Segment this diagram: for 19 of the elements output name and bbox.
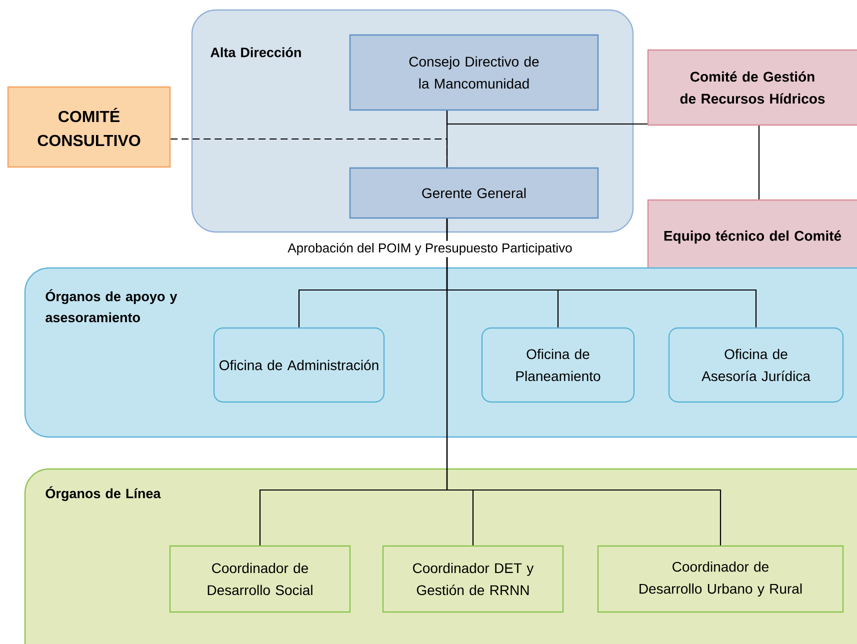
group-heading: Órganos de apoyo y asesoramiento xyxy=(46,289,178,322)
org-box: COMITÉ CONSULTIVO xyxy=(7,86,171,168)
connector-line xyxy=(446,218,722,546)
org-box: Comité de Gestión de Recursos Hídricos xyxy=(647,49,857,126)
org-box: Coordinador DET y Gestión de RRNN xyxy=(382,545,564,613)
org-box: Consejo Directivo de la Mancomunidad xyxy=(349,34,599,111)
org-box: Coordinador de Desarrollo Urbano y Rural xyxy=(597,545,844,613)
org-box: Equipo técnico del Comité xyxy=(647,199,857,275)
approval-note: Aprobación del POIM y Presupuesto Participativo xyxy=(286,240,574,258)
org-box: Coordinador de Desarrollo Social xyxy=(169,545,351,613)
connector-line xyxy=(758,126,760,200)
group-heading: Alta Dirección xyxy=(210,47,301,58)
connector-line xyxy=(446,110,648,125)
org-box: Gerente General xyxy=(349,167,599,219)
org-box: Oficina de Administración xyxy=(213,327,385,403)
org-box: Oficina de Asesoría Jurídica xyxy=(668,327,844,403)
group-heading: Órganos de Línea xyxy=(46,486,161,501)
org-box: Oficina de Planeamiento xyxy=(481,327,635,403)
connector-line xyxy=(170,138,448,168)
